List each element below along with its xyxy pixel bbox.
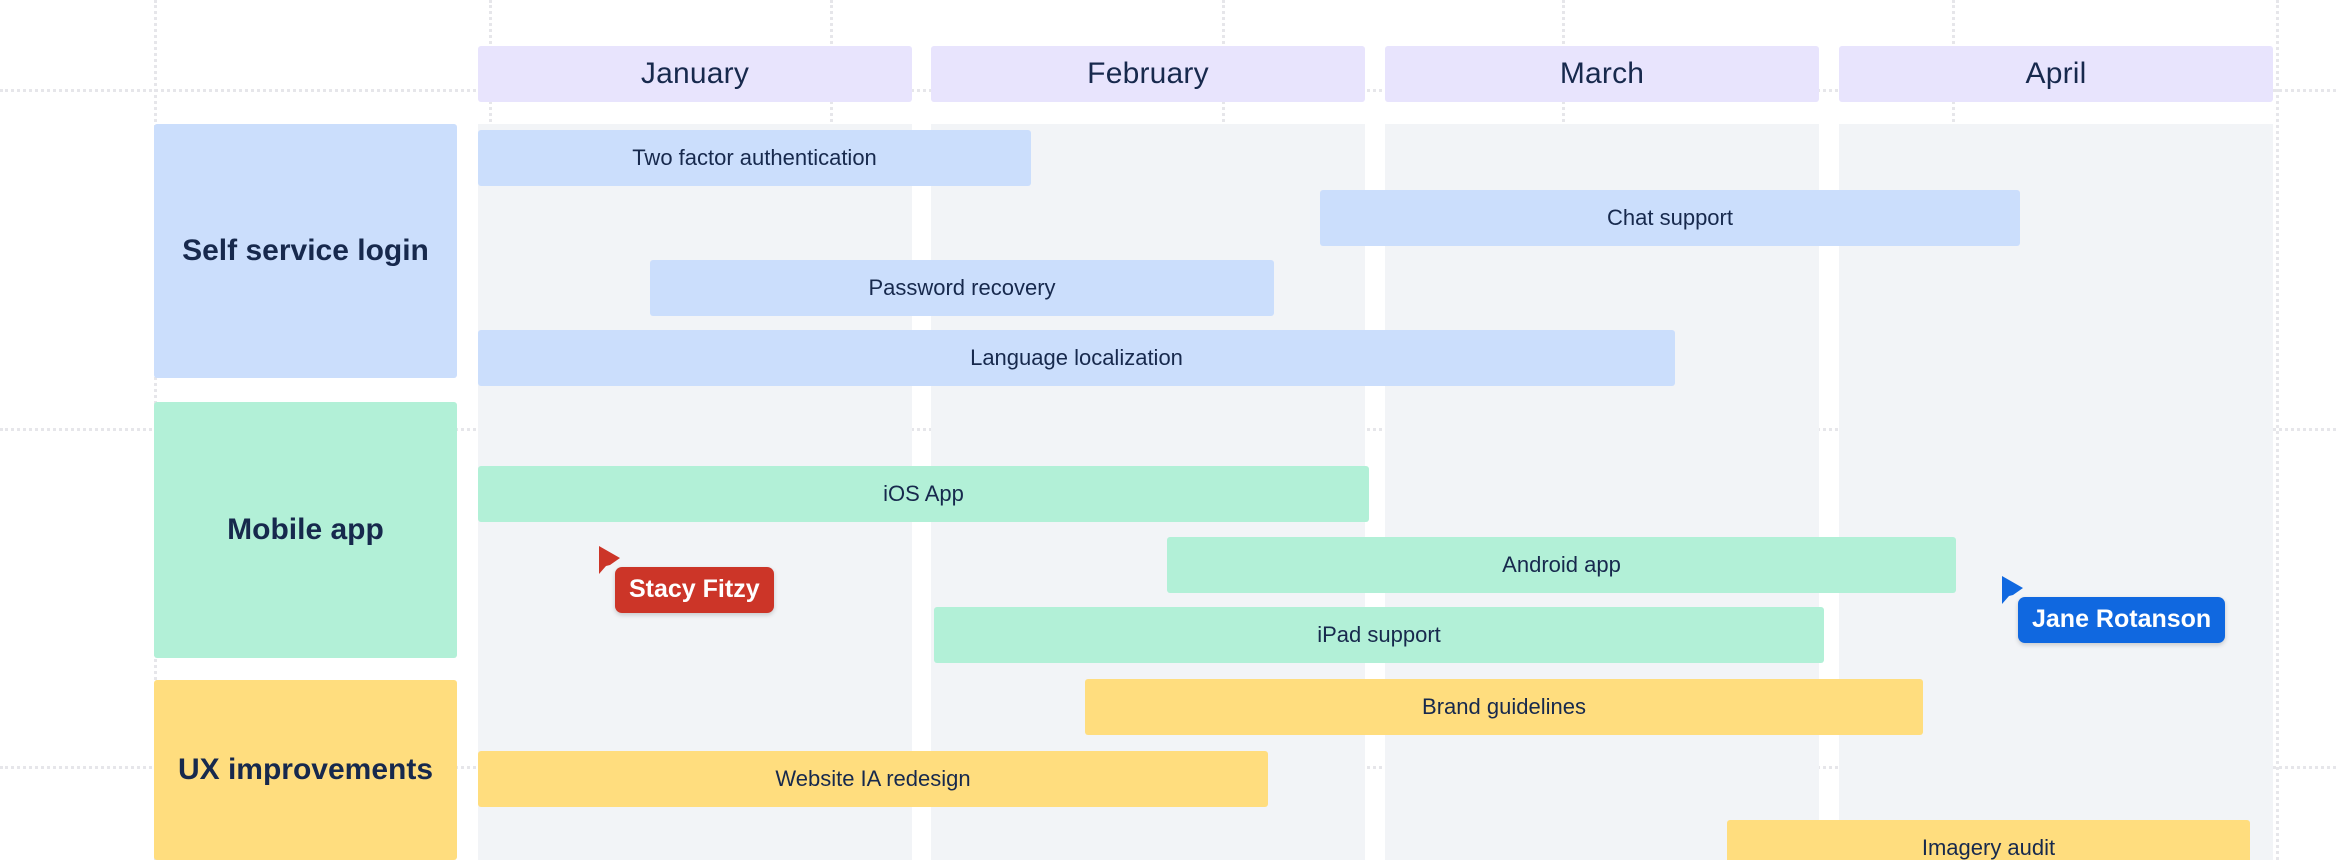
month-header-april[interactable]: April xyxy=(1839,46,2273,102)
month-header-march[interactable]: March xyxy=(1385,46,1819,102)
group-label-mobile-app[interactable]: Mobile app xyxy=(154,402,457,658)
group-label-self-service-login[interactable]: Self service login xyxy=(154,124,457,378)
month-column-march xyxy=(1385,124,1819,860)
task-bar[interactable]: iOS App xyxy=(478,466,1369,522)
task-bar[interactable]: Website IA redesign xyxy=(478,751,1268,807)
month-column-april xyxy=(1839,124,2273,860)
month-header-february[interactable]: February xyxy=(931,46,1365,102)
task-bar[interactable]: Android app xyxy=(1167,537,1956,593)
task-bar[interactable]: Imagery audit xyxy=(1727,820,2250,860)
task-bar[interactable]: Language localization xyxy=(478,330,1675,386)
guide-line-vertical-6 xyxy=(2276,0,2279,860)
task-bar[interactable]: iPad support xyxy=(934,607,1824,663)
task-bar[interactable]: Brand guidelines xyxy=(1085,679,1923,735)
group-label-ux-improvements[interactable]: UX improvements xyxy=(154,680,457,860)
month-header-january[interactable]: January xyxy=(478,46,912,102)
task-bar[interactable]: Two factor authentication xyxy=(478,130,1031,186)
task-bar[interactable]: Chat support xyxy=(1320,190,2020,246)
task-bar[interactable]: Password recovery xyxy=(650,260,1274,316)
